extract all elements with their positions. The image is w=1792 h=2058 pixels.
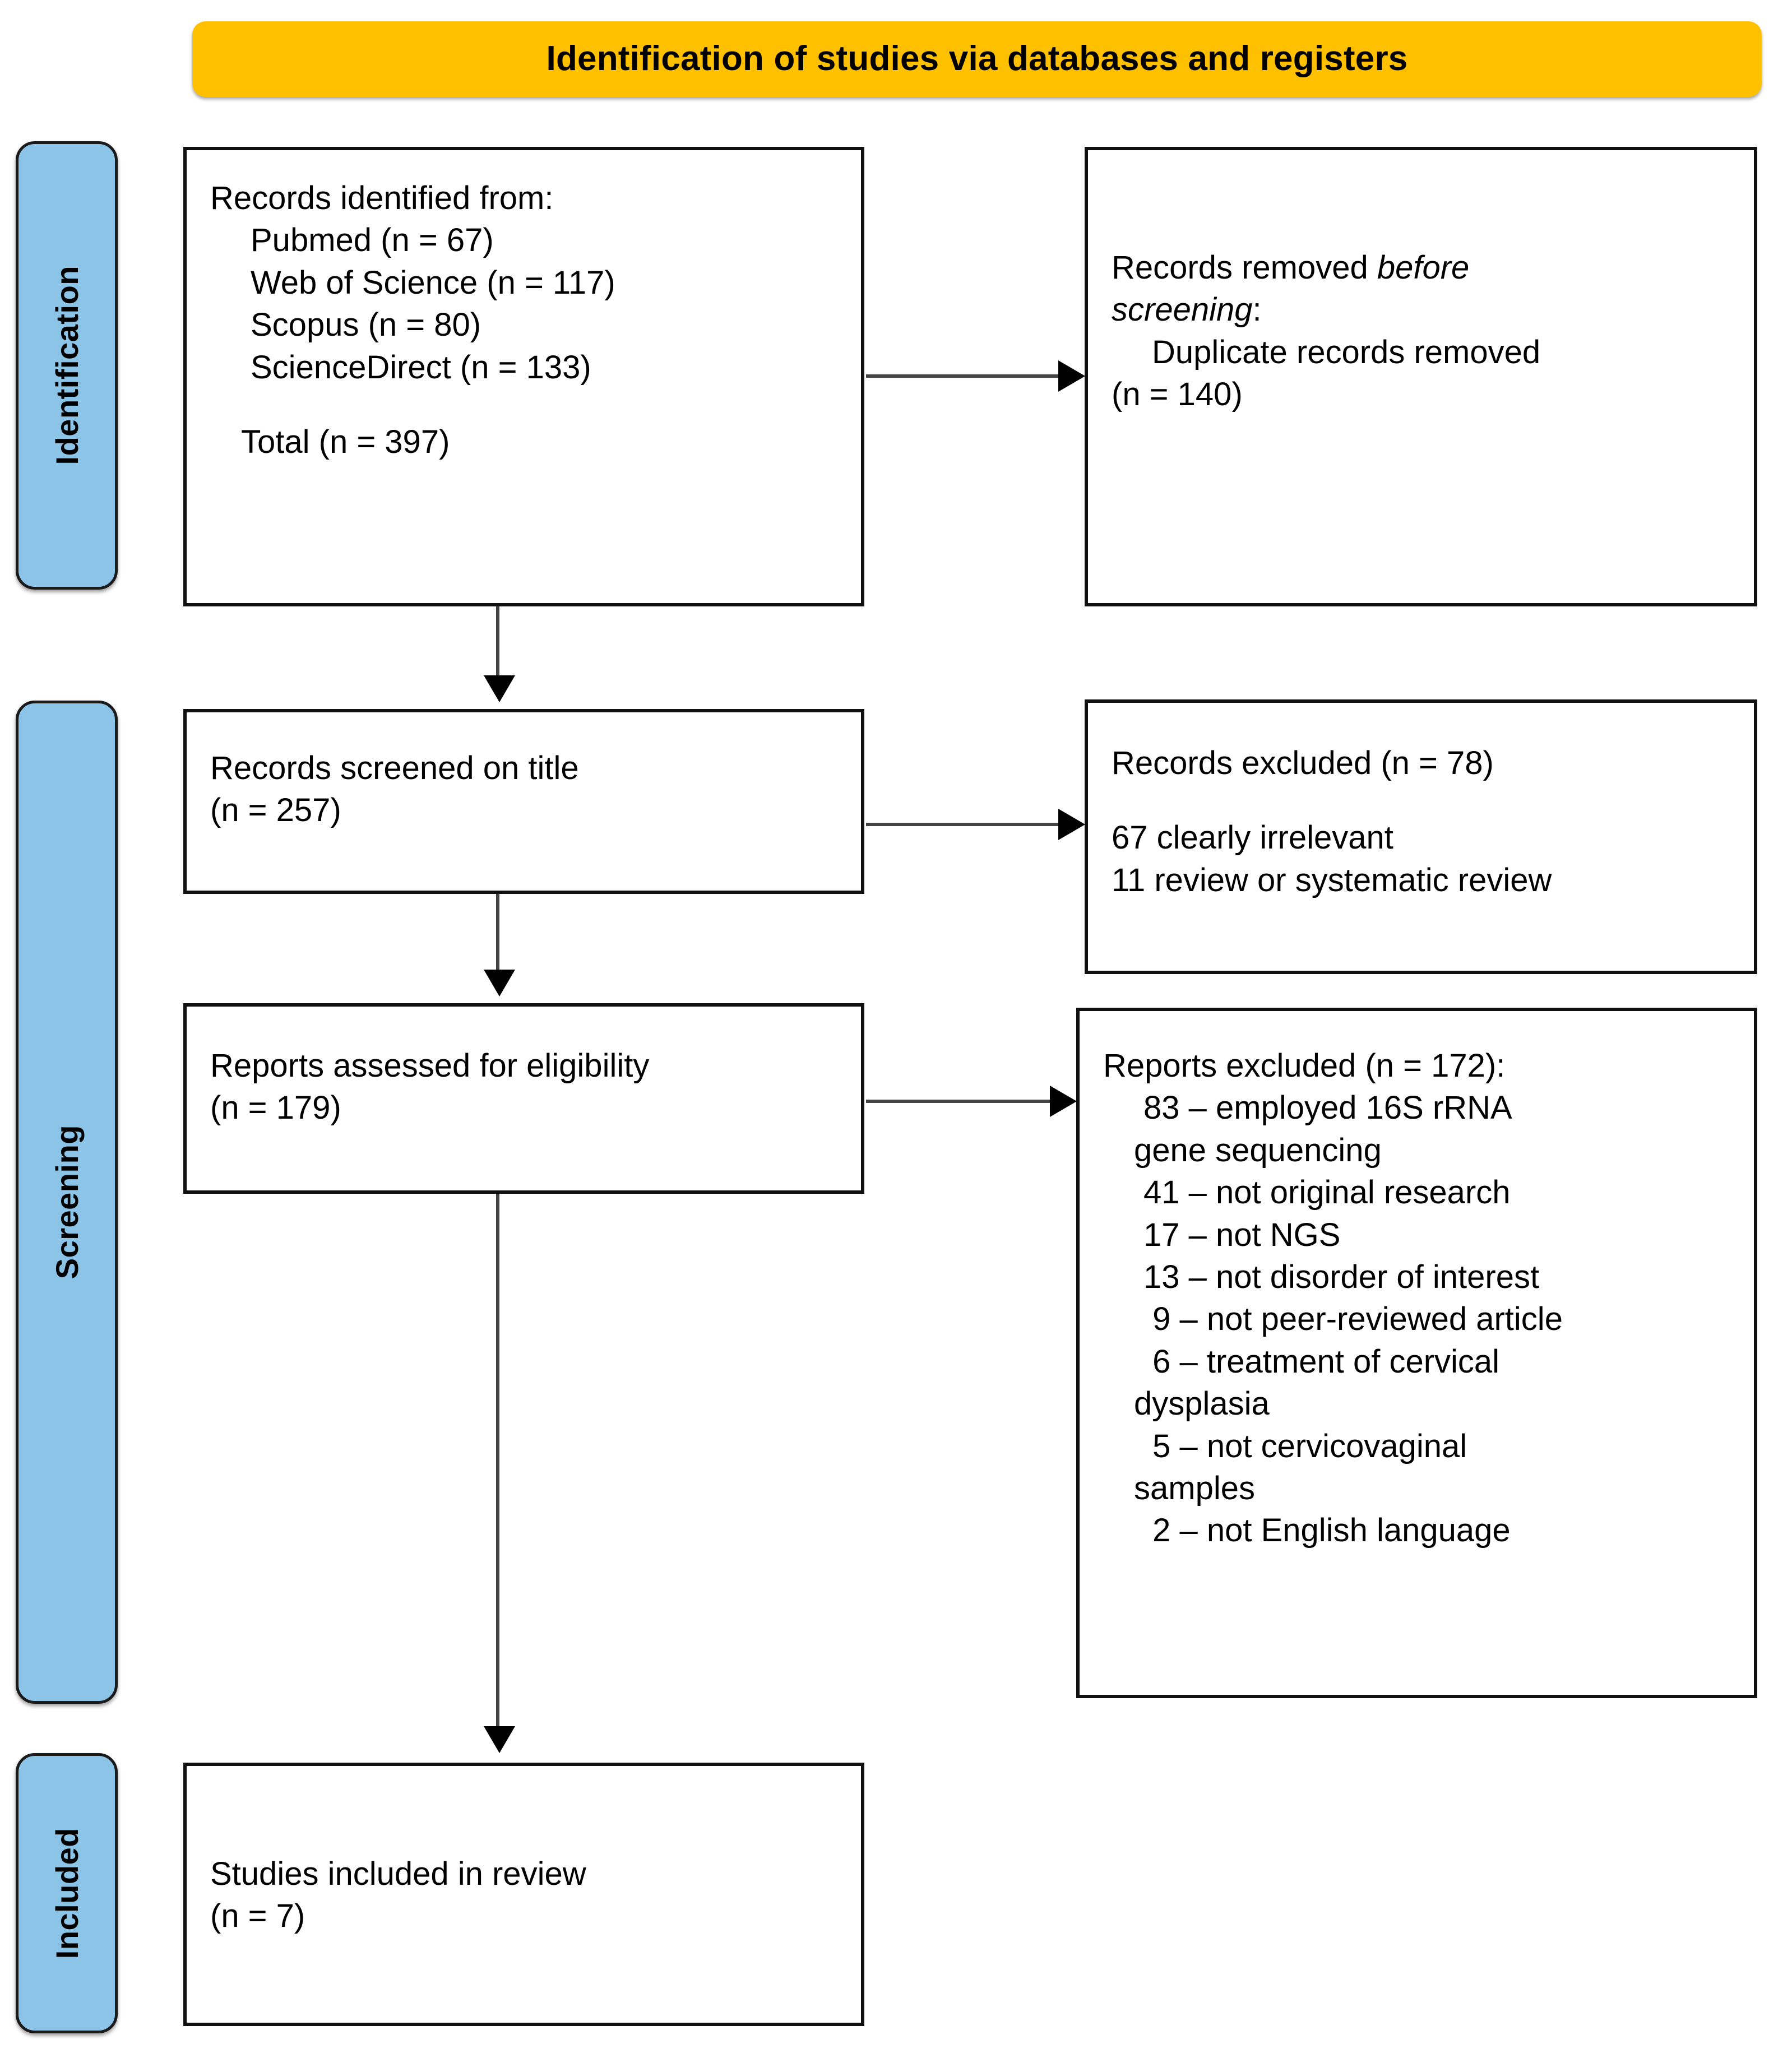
records-removed-italic-before: before: [1377, 249, 1470, 286]
reports-excluded-reason-2: 41 – not original research: [1143, 1174, 1511, 1211]
reports-excluded-reason-1: 83 – employed 16S rRNA: [1143, 1090, 1512, 1127]
records-identified-source-pubmed: Pubmed (n = 67): [251, 222, 494, 259]
reports-excluded-reason-6-cont: dysplasia: [1134, 1385, 1270, 1422]
box-records-removed: Records removed before screening: Duplic…: [1085, 147, 1757, 606]
diagram-header-banner: Identification of studies via databases …: [192, 21, 1762, 97]
box-records-excluded-content: Records excluded (n = 78) 67 clearly irr…: [1112, 742, 1739, 901]
records-screened-line-2: (n = 257): [210, 792, 341, 829]
reports-excluded-reason-8: 2 – not English language: [1143, 1512, 1511, 1549]
arrow-right-icon-reports-excluded: [1050, 1086, 1077, 1117]
stage-included-text: Included: [49, 1827, 85, 1959]
reports-excluded-reason-5: 9 – not peer-reviewed article: [1143, 1301, 1563, 1338]
stage-identification-text: Identification: [49, 266, 85, 465]
stage-label-included: Included: [16, 1753, 118, 2033]
records-removed-line-2: screening:: [1112, 289, 1739, 331]
records-identified-source-wos: Web of Science (n = 117): [251, 264, 615, 301]
records-removed-prefix: Records removed: [1112, 249, 1377, 286]
box-reports-excluded: Reports excluded (n = 172): 83 – employe…: [1076, 1008, 1757, 1698]
connector-identified-to-screened: [496, 606, 499, 678]
arrow-down-icon-included: [484, 1726, 515, 1753]
records-removed-detail-1: Duplicate records removed: [1152, 333, 1541, 370]
reports-assessed-line-1: Reports assessed for eligibility: [210, 1047, 650, 1084]
arrow-right-icon-removed: [1058, 360, 1085, 392]
reports-excluded-reason-1-cont: gene sequencing: [1134, 1132, 1382, 1169]
records-removed-colon: :: [1252, 291, 1262, 328]
records-identified-source-scopus: Scopus (n = 80): [251, 307, 481, 344]
records-identified-total: Total (n = 397): [241, 423, 450, 460]
records-removed-italic-screening: screening: [1112, 291, 1253, 328]
reports-excluded-reason-7: 5 – not cervicovaginal: [1143, 1427, 1467, 1464]
box-records-removed-content: Records removed before screening: Duplic…: [1112, 247, 1739, 416]
connector-screened-to-eligibility: [496, 894, 499, 972]
reports-excluded-reason-6: 6 – treatment of cervical: [1143, 1343, 1500, 1380]
studies-included-line-2: (n = 7): [210, 1898, 305, 1935]
records-excluded-heading: Records excluded (n = 78): [1112, 745, 1494, 781]
connector-screened-to-excluded: [866, 823, 1059, 826]
box-reports-assessed: Reports assessed for eligibility (n = 17…: [183, 1003, 864, 1194]
stage-label-screening: Screening: [16, 701, 118, 1704]
connector-identified-to-removed: [866, 374, 1059, 378]
reports-excluded-reason-7-cont: samples: [1134, 1470, 1255, 1507]
reports-assessed-line-2: (n = 179): [210, 1090, 341, 1127]
records-removed-line-1: Records removed before: [1112, 247, 1739, 289]
connector-eligibility-to-reports-excluded: [866, 1100, 1051, 1103]
box-records-screened-content: Records screened on title (n = 257): [210, 747, 846, 832]
box-reports-assessed-content: Reports assessed for eligibility (n = 17…: [210, 1045, 846, 1129]
records-identified-spacer: [210, 388, 846, 421]
reports-excluded-reason-3: 17 – not NGS: [1143, 1216, 1341, 1253]
reports-excluded-heading: Reports excluded (n = 172):: [1103, 1047, 1506, 1084]
records-identified-source-sciencedirect: ScienceDirect (n = 133): [251, 349, 591, 386]
box-records-screened: Records screened on title (n = 257): [183, 709, 864, 894]
stage-screening-text: Screening: [49, 1125, 85, 1280]
box-reports-excluded-content: Reports excluded (n = 172): 83 – employe…: [1103, 1045, 1739, 1552]
box-records-identified-content: Records identified from: Pubmed (n = 67)…: [210, 177, 846, 463]
arrow-down-icon-screened: [484, 675, 515, 702]
records-excluded-spacer: [1112, 784, 1739, 817]
studies-included-line-1: Studies included in review: [210, 1856, 586, 1892]
stage-label-identification: Identification: [16, 141, 118, 590]
box-studies-included: Studies included in review (n = 7): [183, 1763, 864, 2026]
records-screened-line-1: Records screened on title: [210, 750, 579, 786]
records-removed-detail-2: (n = 140): [1112, 376, 1243, 413]
records-identified-heading: Records identified from:: [210, 180, 554, 216]
records-excluded-reason-2: 11 review or systematic review: [1112, 861, 1552, 898]
banner-title: Identification of studies via databases …: [546, 39, 1408, 78]
box-records-identified: Records identified from: Pubmed (n = 67)…: [183, 147, 864, 606]
records-excluded-reason-1: 67 clearly irrelevant: [1112, 819, 1393, 856]
box-studies-included-content: Studies included in review (n = 7): [210, 1853, 846, 1938]
arrow-down-icon-eligibility: [484, 970, 515, 996]
arrow-right-icon-excluded: [1058, 809, 1085, 840]
connector-eligibility-to-included: [496, 1194, 499, 1729]
box-records-excluded: Records excluded (n = 78) 67 clearly irr…: [1085, 699, 1757, 974]
reports-excluded-reason-4: 13 – not disorder of interest: [1143, 1258, 1540, 1295]
